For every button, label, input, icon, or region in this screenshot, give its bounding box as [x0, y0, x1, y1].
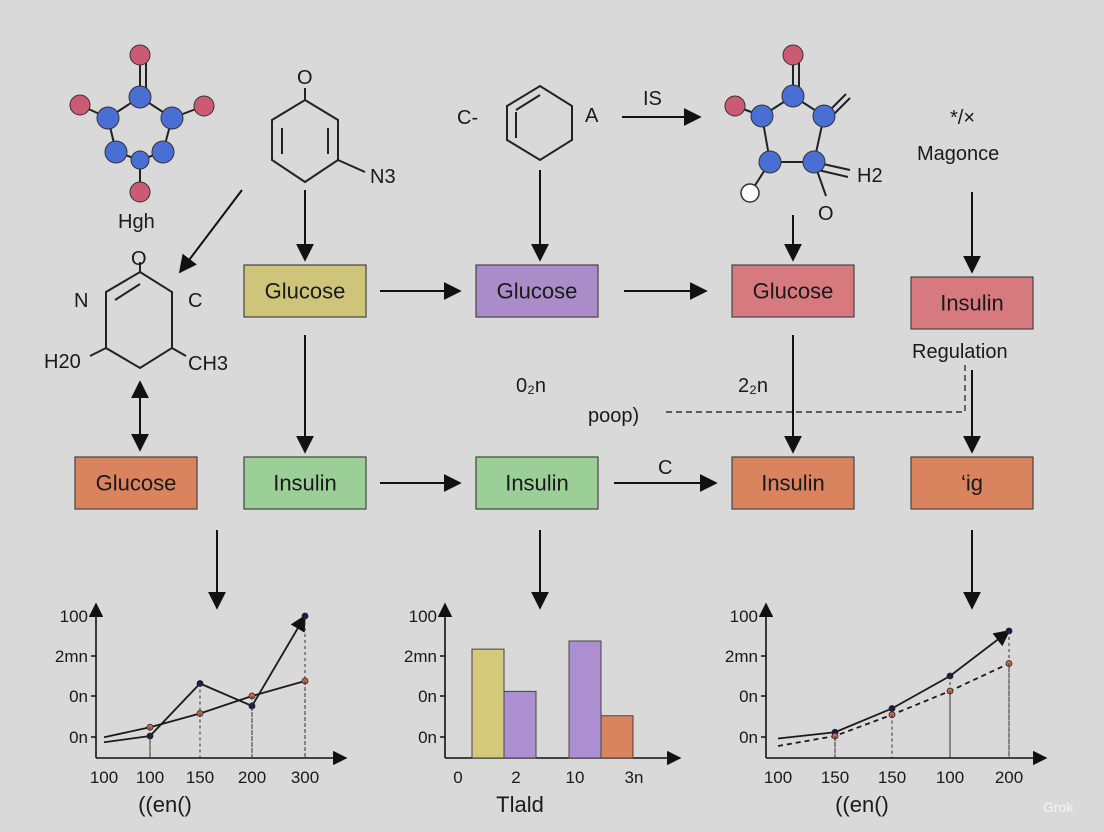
box-insulin-green-1: Insulin [243, 456, 367, 510]
y-tick-label: 0n [739, 687, 758, 706]
molecule-4-h2: H2 [857, 165, 883, 187]
x-tick-label: 300 [291, 768, 319, 787]
svg-text:‘ig: ‘ig [961, 471, 983, 496]
watermark: Grok [1043, 799, 1074, 815]
y-tick-label: 0n [418, 728, 437, 747]
x-tick-label: 100 [136, 768, 164, 787]
x-axis-title: ((en() [138, 792, 192, 817]
x-tick-label: 100 [90, 768, 118, 787]
dashed-connector [666, 362, 966, 413]
molecule-5-c: C [188, 290, 202, 312]
series-line [103, 680, 306, 739]
is-label: IS [643, 88, 662, 110]
poop-label: poop) [588, 405, 639, 427]
box-glucose-red: Glucose [731, 264, 855, 318]
t2n-label: 2₂n [738, 375, 768, 397]
svg-text:Insulin: Insulin [273, 471, 337, 496]
x-tick-label: 150 [186, 768, 214, 787]
box-insulin-green-2: Insulin [475, 456, 599, 510]
molecule-2-oxygen: O [297, 67, 313, 89]
molecule-3-c-label: C- [457, 107, 478, 129]
bar [600, 715, 634, 759]
svg-text:Glucose: Glucose [265, 279, 346, 304]
molecule-3: C- A [457, 84, 599, 162]
o2n-label: 0₂n [516, 375, 546, 397]
y-tick-label: 100 [60, 607, 88, 626]
molecule-2: O N3 [271, 67, 396, 188]
molecule-3-a-label: A [585, 105, 599, 127]
y-tick-label: 0n [739, 728, 758, 747]
molecule-4: H2 O [724, 44, 883, 225]
magonce-label: Magonce [917, 143, 999, 165]
x-tick-label: 0 [453, 768, 462, 787]
molecule-1: Hgh [69, 44, 215, 233]
y-tick-label: 2mn [725, 647, 758, 666]
y-tick-label: 100 [409, 607, 437, 626]
c-label: C [658, 457, 672, 479]
series-line [777, 662, 1010, 747]
box-ig-orange: ‘ig [910, 456, 1034, 510]
y-tick-label: 0n [418, 687, 437, 706]
x-tick-label: 2 [511, 768, 520, 787]
svg-text:Glucose: Glucose [753, 279, 834, 304]
x-tick-label: 150 [821, 768, 849, 787]
svg-text:Glucose: Glucose [497, 279, 578, 304]
symbol-label: */× [950, 107, 975, 129]
molecule-1-label: Hgh [118, 211, 155, 233]
svg-text:Insulin: Insulin [940, 291, 1004, 316]
box-insulin-orange: Insulin [731, 456, 855, 510]
x-tick-label: 3n [625, 768, 644, 787]
molecule-5-ch3: CH3 [188, 353, 228, 375]
box-glucose-orange: Glucose [74, 456, 198, 510]
y-tick-label: 2mn [404, 647, 437, 666]
x-tick-label: 200 [995, 768, 1023, 787]
x-tick-label: 100 [936, 768, 964, 787]
y-tick-label: 0n [69, 728, 88, 747]
bar [471, 648, 505, 759]
chart-line-right: 100 2mn 0n 0n 100 150 150 100 200 ((en() [725, 602, 1048, 817]
y-tick-label: 100 [730, 607, 758, 626]
molecule-4-oxygen: O [818, 203, 834, 225]
box-glucose-purple: Glucose [475, 264, 599, 318]
chart-line-left: 100 2mn 0n 0n 100 100 150 200 300 ((en() [55, 602, 348, 817]
molecule-5-oxygen: O [131, 248, 147, 270]
molecule-5-n: N [74, 290, 88, 312]
box-insulin-red: Insulin [910, 276, 1034, 330]
x-axis-title: Tlald [496, 792, 544, 817]
regulation-label: Regulation [912, 341, 1008, 363]
molecule-5: O N C H20 CH3 [44, 248, 228, 375]
y-tick-label: 2mn [55, 647, 88, 666]
svg-text:Insulin: Insulin [505, 471, 569, 496]
box-glucose-yellow: Glucose [243, 264, 367, 318]
x-tick-label: 150 [878, 768, 906, 787]
x-tick-label: 200 [238, 768, 266, 787]
molecule-2-n3: N3 [370, 166, 396, 188]
arrows [131, 108, 981, 610]
bar [503, 690, 537, 759]
x-tick-label: 10 [566, 768, 585, 787]
x-tick-label: 100 [764, 768, 792, 787]
y-tick-label: 0n [69, 687, 88, 706]
bar [568, 640, 602, 759]
svg-text:Glucose: Glucose [96, 471, 177, 496]
svg-text:Insulin: Insulin [761, 471, 825, 496]
series-line [103, 614, 306, 744]
molecule-5-h2o: H20 [44, 351, 81, 373]
x-axis-title: ((en() [835, 792, 889, 817]
series-line [777, 630, 1011, 740]
